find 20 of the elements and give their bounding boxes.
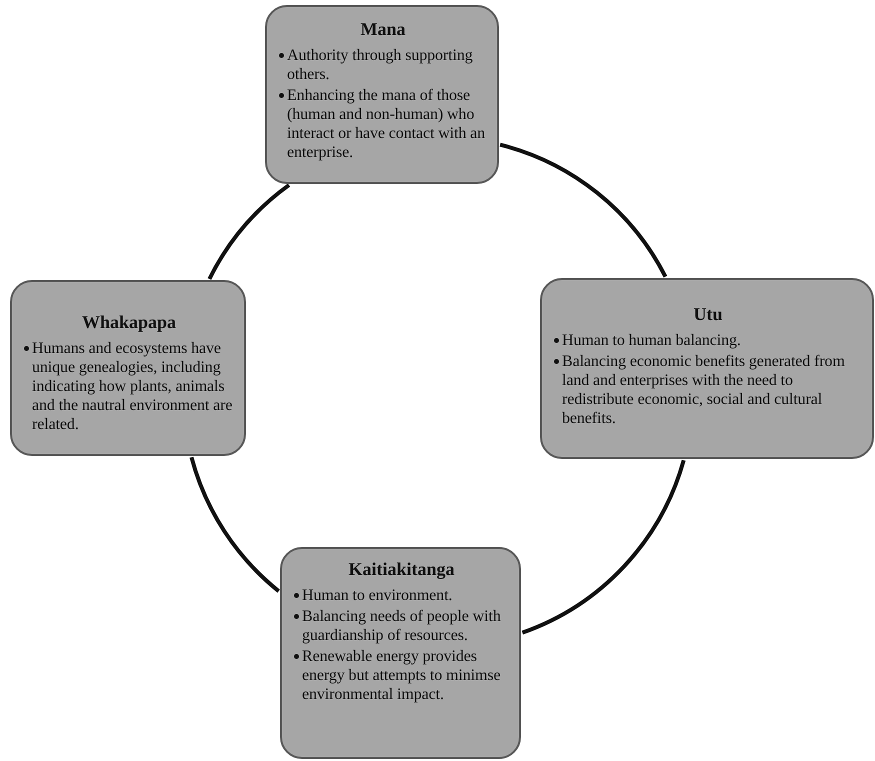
bullet-text: Renewable energy provides energy but attempts to minimse environmental impact. <box>302 648 500 703</box>
box-heading: Whakapapa <box>80 312 178 333</box>
bullet-text: Human to human balancing. <box>562 332 741 349</box>
box-heading: Kaitiakitanga <box>347 559 456 580</box>
bullet-text: Balancing economic benefits generated from land and enterprises with the need to redistribute economic, social and cultural benefits. <box>562 353 845 427</box>
concept-box <box>265 5 499 184</box>
concept-box <box>540 278 874 459</box>
box-heading: Utu <box>692 304 724 325</box>
connector-arc <box>190 456 280 593</box>
bullet-text: Balancing needs of people with guardianship of resources. <box>302 608 501 644</box>
connector-arc <box>208 184 290 280</box>
concept-box <box>10 280 246 456</box>
bullet-text: Human to environment. <box>302 587 452 604</box>
box-heading: Mana <box>360 19 406 40</box>
connector-arc <box>522 460 686 634</box>
connector-arc <box>499 142 668 278</box>
concept-box <box>280 547 521 759</box>
bullet-text: Enhancing the mana of those (human and non-human) who interact or have contact with an enterprise. <box>287 87 486 161</box>
bullet-text: Humans and ecosystems have unique genealogies, including indicating how plants, animals and the nautral environment are related. <box>32 340 232 433</box>
bullet-text: Authority through supporting others. <box>287 47 473 83</box>
